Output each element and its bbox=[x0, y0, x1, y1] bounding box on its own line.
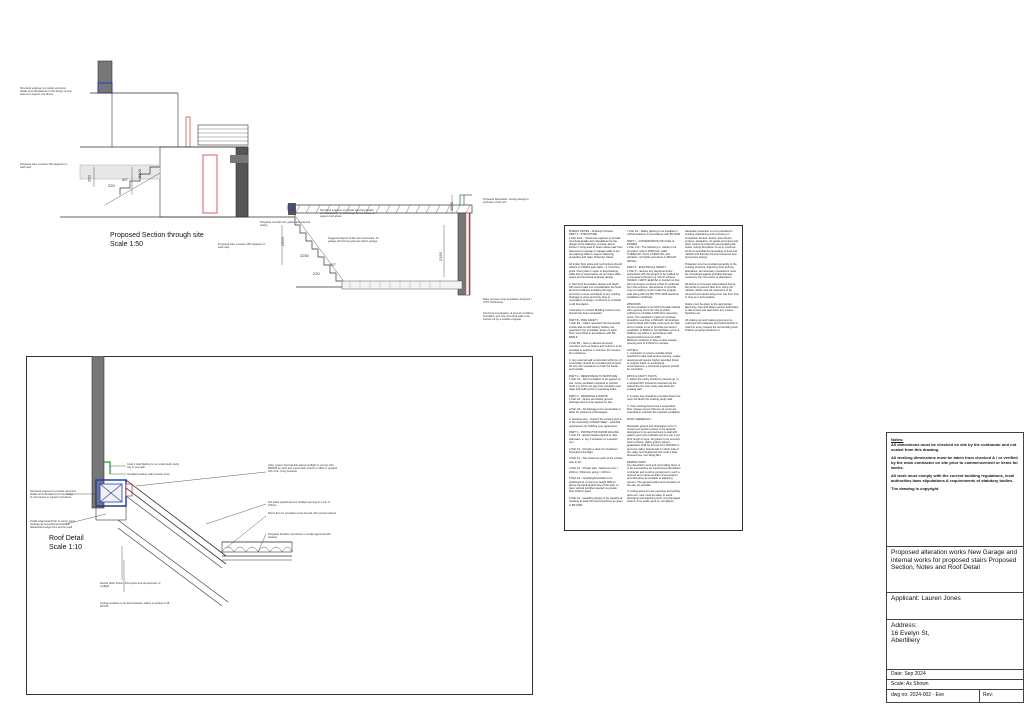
revision: Rev: bbox=[983, 692, 994, 698]
notes-heading: Notes: bbox=[891, 437, 904, 442]
roof-annotation: Profile edge bead finish to corner joint… bbox=[30, 520, 75, 530]
roof-annotation: Felt sided applied around rooflight open… bbox=[268, 501, 330, 508]
notes-column-2: 7 Part K4 - Safety glazing to be install… bbox=[627, 230, 681, 504]
dim-label: 220 bbox=[108, 183, 115, 188]
notes-line: All work must comply with the current bu… bbox=[891, 473, 1015, 483]
roof-annotation: Velux system fixed double glazed rooflig… bbox=[268, 464, 338, 474]
address-line: 16 Evelyn St, bbox=[891, 629, 930, 637]
dim-label: 2250 bbox=[300, 253, 309, 258]
notes-section: Notes: All dimensions must be checked on… bbox=[891, 437, 1019, 491]
applicant: Applicant: Lauren Jones bbox=[891, 595, 961, 602]
project-description: Proposed alteration works New Garage and… bbox=[891, 549, 1018, 572]
scale: Scale: As Shown bbox=[891, 681, 929, 687]
drawing-number: dwg no: 2024-002 - Eve bbox=[891, 692, 945, 698]
annotation: Proposed new flat roof, glazed and exter… bbox=[260, 221, 311, 228]
roof-annotation: 50mm flexi air circulation cross formed … bbox=[268, 512, 337, 515]
annotation: Proposed balustrade / fencing design to … bbox=[483, 198, 529, 205]
dim-label: 40° bbox=[122, 177, 129, 182]
notes-column-3: Adequate protection is to be provided to… bbox=[685, 230, 739, 332]
roof-annotation: Insulated existing walls at lower level bbox=[127, 473, 170, 476]
date: Date: Sep 2024 bbox=[891, 671, 926, 677]
notes-line: All dimensions must be checked on site b… bbox=[891, 442, 1017, 452]
project-cell: Proposed alteration works New Garage and… bbox=[887, 546, 1023, 591]
annotation: Make provision strip foundation designed… bbox=[483, 298, 532, 305]
roof-annotation: Structural engineer to provide structura… bbox=[30, 490, 76, 500]
notes-line: All working dimensions must be taken fro… bbox=[891, 455, 1018, 470]
dim-label: 200 bbox=[86, 175, 92, 182]
annotation: Proposed stair, crescent 150 stepped run… bbox=[20, 163, 68, 170]
notes-column-1: B REGS NOTES - 16 Evelyn Terrace PART A … bbox=[569, 230, 623, 507]
roof-detail-drawing bbox=[65, 356, 293, 607]
annotation: Suggested layout of flat roof constructi… bbox=[328, 237, 379, 244]
section-drawing bbox=[60, 60, 473, 296]
dwg-cell: dwg no: 2024-002 - Eve Rev: bbox=[887, 689, 1023, 702]
roof-title: Roof Detail bbox=[49, 535, 84, 542]
rev-divider bbox=[979, 690, 980, 702]
roof-detail-box bbox=[26, 356, 533, 695]
dim-label: 220 bbox=[313, 271, 320, 276]
notes-line: The drawing is copyright bbox=[891, 486, 939, 491]
dim-label: 2100 bbox=[136, 169, 142, 179]
dim-label: 1000 bbox=[448, 202, 454, 212]
address-label: Address: bbox=[891, 622, 917, 629]
roof-annotation: Double rafter timber / lintel joists aro… bbox=[100, 582, 161, 589]
roof-annotation: Ceiling insulation to be fitted between … bbox=[100, 602, 170, 609]
title-block: Notes: All dimensions must be checked on… bbox=[886, 432, 1024, 703]
annotation: Structural engineer to provide structura… bbox=[320, 209, 375, 219]
address-cell: Address: 16 Evelyn St, Abertillery bbox=[887, 619, 1023, 666]
dim-label: 2550 bbox=[279, 237, 285, 247]
section-scale: Scale 1:50 bbox=[110, 241, 144, 248]
dim-label: 2190 bbox=[437, 252, 443, 262]
building-regs-notes: B REGS NOTES - 16 Evelyn Terrace PART A … bbox=[564, 225, 743, 531]
scale-cell: Scale: As Shown bbox=[887, 679, 1023, 690]
annotation: Structural engineer to provide structura… bbox=[20, 87, 72, 97]
annotation: Structural investigation of ground condi… bbox=[483, 312, 535, 322]
address-line: Abertillery bbox=[891, 637, 920, 645]
dim-label: 40° bbox=[330, 262, 337, 267]
roof-annotation: Code 4 lead flashing to run underneath c… bbox=[127, 463, 180, 470]
date-cell: Date: Sep 2024 bbox=[887, 669, 1023, 680]
section-title: Proposed Section through site bbox=[110, 232, 204, 239]
roof-annotation: Proposed breather membrane or similar ap… bbox=[268, 533, 331, 540]
roof-scale: Scale 1:10 bbox=[49, 544, 83, 551]
applicant-cell: Applicant: Lauren Jones bbox=[887, 592, 1023, 607]
annotation: Proposed stair, crescent 150 stepped run… bbox=[218, 243, 266, 250]
